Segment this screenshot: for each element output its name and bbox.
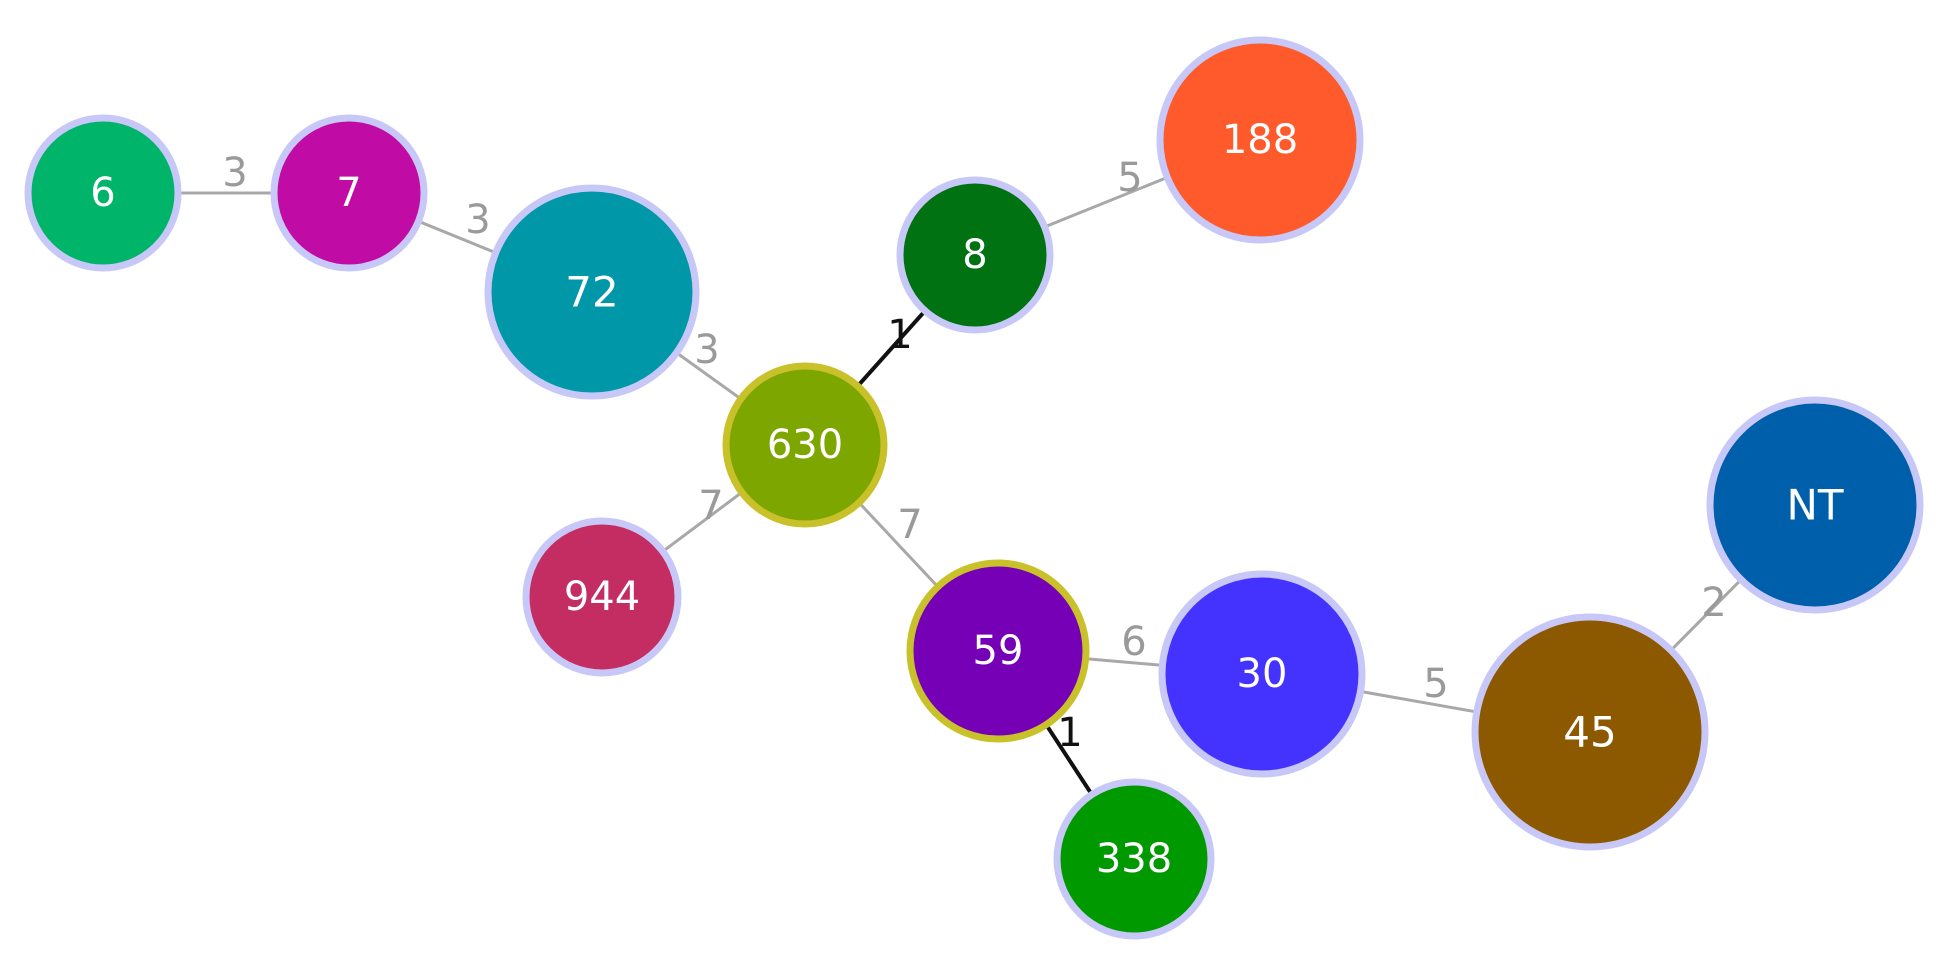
- node-338[interactable]: 338: [1053, 778, 1215, 940]
- node-nt[interactable]: NT: [1706, 396, 1924, 614]
- node-59[interactable]: 59: [906, 559, 1090, 743]
- node-circle[interactable]: [1471, 613, 1709, 851]
- node-188[interactable]: 188: [1156, 36, 1364, 244]
- edge-weight-label: 7: [698, 483, 723, 529]
- node-label: 188: [1222, 117, 1298, 163]
- edge-weight-label: 5: [1423, 661, 1448, 707]
- node-label: NT: [1786, 481, 1843, 530]
- node-circle[interactable]: [24, 114, 182, 272]
- edge-weight-label: 3: [222, 150, 247, 196]
- node-circle[interactable]: [1156, 36, 1364, 244]
- node-label: 7: [336, 170, 361, 216]
- node-circle[interactable]: [484, 184, 700, 400]
- node-label: 45: [1563, 708, 1616, 757]
- node-circle[interactable]: [1158, 570, 1366, 778]
- node-circle[interactable]: [1706, 396, 1924, 614]
- node-7[interactable]: 7: [270, 114, 428, 272]
- node-label: 630: [767, 422, 843, 468]
- node-630[interactable]: 630: [722, 362, 888, 528]
- edge-weight-label: 1: [887, 312, 912, 358]
- node-label: 59: [973, 628, 1024, 674]
- node-8[interactable]: 8: [896, 176, 1054, 334]
- edge-weight-label: 3: [465, 197, 490, 243]
- node-label: 30: [1237, 651, 1288, 697]
- edge-weight-label: 1: [1057, 710, 1082, 756]
- node-circle[interactable]: [896, 176, 1054, 334]
- node-72[interactable]: 72: [484, 184, 700, 400]
- node-label: 72: [565, 268, 618, 317]
- edge-weight-label: 6: [1121, 619, 1146, 665]
- node-circle[interactable]: [522, 517, 682, 677]
- node-label: 8: [962, 232, 987, 278]
- edge-weight-label: 2: [1701, 580, 1726, 626]
- node-label: 6: [90, 170, 115, 216]
- node-circle[interactable]: [722, 362, 888, 528]
- node-label: 338: [1096, 836, 1172, 882]
- node-944[interactable]: 944: [522, 517, 682, 677]
- node-6[interactable]: 6: [24, 114, 182, 272]
- node-label: 944: [564, 574, 640, 620]
- edge-weight-label: 5: [1117, 155, 1142, 201]
- edge-weight-label: 3: [694, 327, 719, 373]
- node-45[interactable]: 45: [1471, 613, 1709, 851]
- node-circle[interactable]: [906, 559, 1090, 743]
- edge-weight-label: 7: [897, 502, 922, 548]
- node-circle[interactable]: [1053, 778, 1215, 940]
- node-30[interactable]: 30: [1158, 570, 1366, 778]
- node-circle[interactable]: [270, 114, 428, 272]
